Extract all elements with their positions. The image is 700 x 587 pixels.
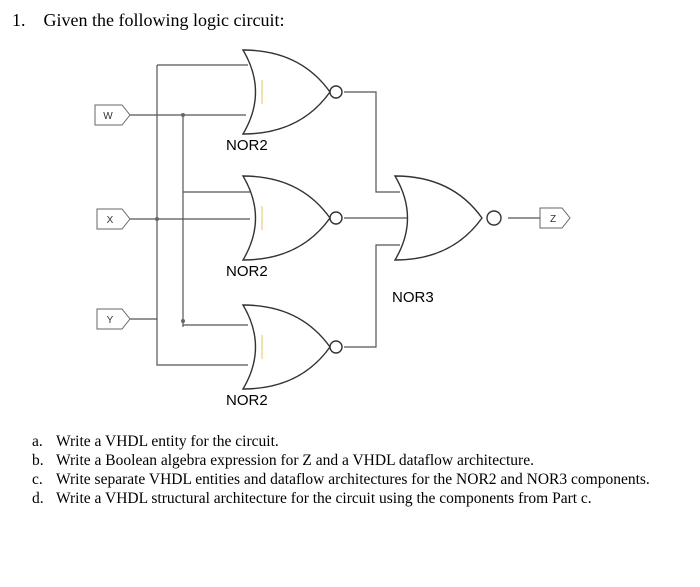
output-z-pin: Z	[539, 207, 571, 229]
nor2-top-gate	[241, 49, 343, 135]
gate-label-nor2-bot: NOR2	[226, 392, 268, 409]
part-text: Write a VHDL entity for the circuit.	[56, 433, 279, 450]
part-a: a. Write a VHDL entity for the circuit.	[32, 432, 662, 451]
junction-dot	[181, 113, 185, 117]
gate-label-nor2-top: NOR2	[226, 137, 268, 154]
part-text: Write a Boolean algebra expression for Z…	[56, 452, 534, 469]
input-x-label: X	[107, 215, 114, 226]
junction-dot	[155, 217, 159, 221]
question-parts: a. Write a VHDL entity for the circuit. …	[32, 432, 662, 508]
gate-label-nor3: NOR3	[392, 289, 434, 306]
part-text: Write a VHDL structural architecture for…	[56, 490, 592, 507]
input-x-pin: X	[96, 208, 131, 230]
input-w-label: W	[103, 111, 113, 122]
nor3-gate	[393, 175, 502, 261]
part-letter: c.	[32, 471, 43, 488]
part-text: Write separate VHDL entities and dataflo…	[56, 471, 650, 488]
junction-dot	[181, 319, 185, 323]
part-letter: d.	[32, 490, 44, 507]
input-w-pin: W	[94, 104, 131, 126]
nor2-mid-gate	[241, 175, 343, 261]
part-letter: a.	[32, 433, 43, 450]
output-z-label: Z	[550, 214, 556, 225]
input-y-pin: Y	[96, 308, 131, 330]
nor2-bot-gate	[241, 304, 343, 390]
part-letter: b.	[32, 452, 44, 469]
wires	[130, 64, 540, 366]
input-y-label: Y	[107, 315, 114, 326]
part-b: b. Write a Boolean algebra expression fo…	[32, 451, 662, 470]
junction-dots	[155, 113, 185, 323]
gate-label-nor2-mid: NOR2	[226, 263, 268, 280]
question-heading: 1. Given the following logic circuit:	[12, 10, 285, 30]
part-c: c. Write separate VHDL entities and data…	[32, 470, 662, 489]
logic-circuit-diagram: W X Y Z NOR2 N	[94, 49, 571, 409]
part-d: d. Write a VHDL structural architecture …	[32, 489, 662, 508]
